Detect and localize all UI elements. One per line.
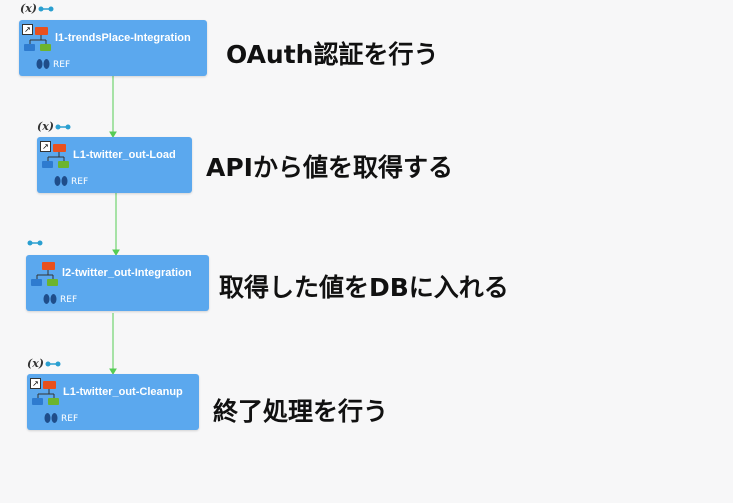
context-var-icon: (x) xyxy=(27,357,44,370)
edge-1-2-arrow xyxy=(109,131,117,138)
node-ref: REF xyxy=(61,414,79,424)
job-node-twitter-cleanup[interactable]: ↗ L1-twitter_out-Cleanup REF xyxy=(27,374,199,430)
edge-3-4-arrow xyxy=(109,368,117,375)
edge-2-3-arrow xyxy=(112,249,120,256)
annotation-oauth: OAuth認証を行う xyxy=(226,40,439,69)
job-tree-icon xyxy=(31,262,58,286)
node-ref: REF xyxy=(53,60,71,70)
context-var-icon: (x) xyxy=(37,120,54,133)
node-name: l1-trendsPlace-Integration xyxy=(55,32,191,44)
shortcut-icon: ↗ xyxy=(22,24,33,35)
job-node-twitter-load[interactable]: ↗ L1-twitter_out-Load REF xyxy=(37,137,192,193)
job-tree-icon xyxy=(24,27,51,51)
job-tree-icon xyxy=(32,381,59,405)
connection-icon xyxy=(27,240,43,246)
node-name: L1-twitter_out-Cleanup xyxy=(63,386,183,398)
node-name: L1-twitter_out-Load xyxy=(73,149,176,161)
context-var-icon: (x) xyxy=(20,2,37,15)
link-icon xyxy=(54,176,68,186)
job-node-twitter-integration[interactable]: l2-twitter_out-Integration REF xyxy=(26,255,209,311)
shortcut-icon: ↗ xyxy=(30,378,41,389)
link-icon xyxy=(43,294,57,304)
connection-icon xyxy=(38,6,54,12)
job-tree-icon xyxy=(42,144,69,168)
annotation-api: APIから値を取得する xyxy=(206,153,453,182)
connection-icon xyxy=(45,361,61,367)
annotation-cleanup: 終了処理を行う xyxy=(213,397,389,426)
node-ref: REF xyxy=(60,295,78,305)
node-ref: REF xyxy=(71,177,89,187)
shortcut-icon: ↗ xyxy=(40,141,51,152)
connection-icon xyxy=(55,124,71,130)
node-name: l2-twitter_out-Integration xyxy=(62,267,192,279)
annotation-db-insert: 取得した値をDBに入れる xyxy=(219,273,509,302)
link-icon xyxy=(44,413,58,423)
link-icon xyxy=(36,59,50,69)
job-node-trendsplace-integration[interactable]: ↗ l1-trendsPlace-Integration REF xyxy=(19,20,207,76)
